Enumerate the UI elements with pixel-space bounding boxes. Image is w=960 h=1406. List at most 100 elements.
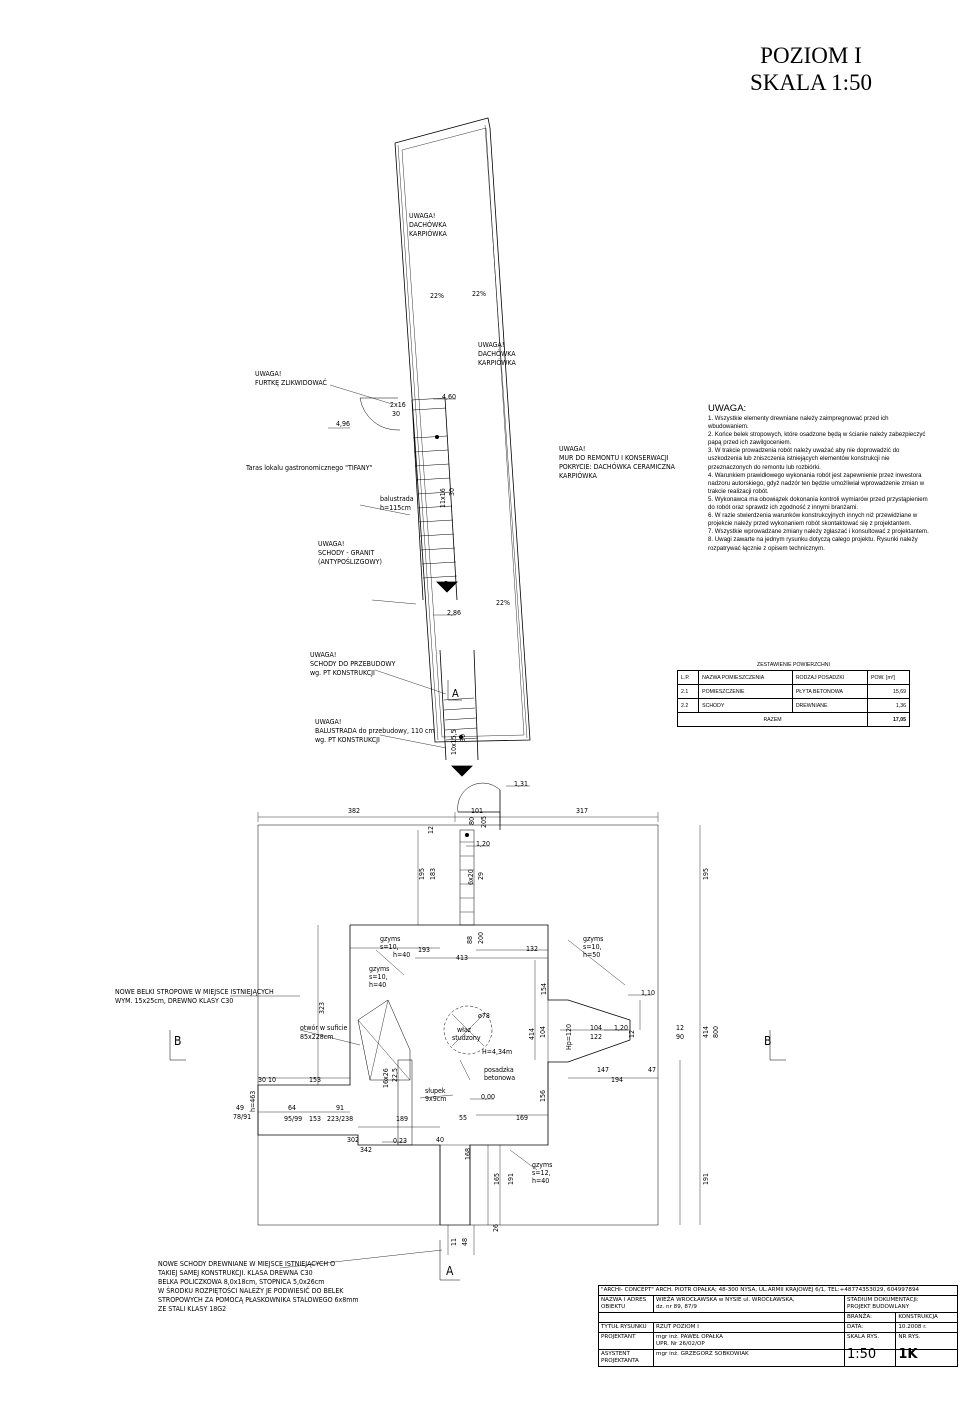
table-header: NAZWA POMIESZCZENIA [698,670,793,685]
label-slope-3: 22% [496,599,510,607]
label-schody-granit: SCHODY - GRANIT [318,549,375,557]
dim-205: 205 [480,816,488,828]
table-cell: 15,69 [867,684,910,699]
dim-90: 90 [676,1033,684,1041]
label-posadzka: posadzka [484,1066,514,1074]
dim-153a: 153 [309,1076,321,1084]
dim-26: 26 [492,1224,500,1232]
label-uwaga-top: UWAGA! [409,212,435,220]
label-gzyms-3: gzyms [369,965,389,973]
dim-64: 64 [288,1104,296,1112]
table-cell: SCHODY [698,698,793,713]
dim-413: 413 [456,954,468,962]
note-item: 5. Wykonawca ma obowiązek dokonania kont… [708,495,928,512]
dim-193: 193 [418,946,430,954]
label-uwaga-bal: UWAGA! [315,718,341,726]
dim-225: 22,5 [391,1068,399,1082]
table-cell: 2.1 [676,684,700,699]
nr-value: 1K [895,1348,958,1367]
label-gzyms-4: gzyms [532,1161,552,1169]
dim-153b: 153 [309,1115,321,1123]
dim-30-10: 30 10 [258,1076,276,1084]
dim-47: 47 [648,1066,656,1074]
label-otwor-dim: 85x228cm [300,1033,333,1041]
table-header-row: L.P. NAZWA POMIESZCZENIA RODZAJ POSADZKI… [676,670,910,685]
label-gzyms-2: gzyms [583,935,603,943]
label-uwaga-granit: UWAGA! [318,540,344,548]
dim-48: 48 [461,1238,469,1246]
note-item: 1. Wszystkie elementy drewniane należy z… [708,415,889,431]
label-gzyms-1-h: h=40 [393,951,410,959]
title-scale: SKALA 1:50 [749,70,872,95]
total-label: RAZEM [676,712,869,727]
dim-800: 800 [712,1026,720,1038]
dim-414a: 414 [528,1028,536,1040]
dim-183: 183 [429,868,437,880]
dim-414b: 414 [702,1026,710,1038]
label-furtka: FURTKĘ ZLIKWIDOWAĆ [255,378,328,387]
label-schody-note-1: NOWE SCHODY DREWNIANE W MIEJSCE ISTNIEJĄ… [158,1260,335,1268]
projektant-name: mgr inż. PAWEŁ OPAŁKA [656,1334,723,1340]
dim-12b: 12 [676,1024,684,1032]
obiekt-value-line: dz. nr 89, 87/9 [656,1304,697,1310]
dim-80: 80 [468,817,476,825]
stadium-label: STADIUM DOKUMENTACJI: [847,1297,919,1303]
dim-191a: 191 [507,1173,515,1185]
dim-302: 302 [347,1136,359,1144]
branza-label: BRANŻA: [843,1312,897,1323]
label-przebudowa-wg: wg. PT KONSTRUKCJI [310,669,375,677]
dim-169: 169 [516,1114,528,1122]
label-schody-note-5: STROPOWYCH ZA POMOCĄ PŁASKOWNIKA STALOWE… [158,1296,359,1304]
label-betonowa: betonowa [484,1074,515,1082]
stair-dim-d1: 6x20 [467,869,475,885]
firm-info: "ARCHI- CONCEPT" ARCH. PIOTR OPAŁKA; 48-… [598,1285,958,1296]
total-value: 17,05 [867,712,910,727]
dim-40: 40 [436,1136,444,1144]
dim-122: 122 [590,1033,602,1041]
label-karpiowka-mur: KARPIÓWKA [559,471,598,480]
projektant-value: mgr inż. PAWEŁ OPAŁKA UPR. Nr 26/02/OP [653,1332,845,1350]
tytul-value: RZUT POZIOM I [653,1322,845,1333]
dim-78-91: 78/91 [233,1113,251,1121]
label-gzyms-3-h: h=40 [369,981,386,989]
drawing-title: POZIOM I SKALA 1:50 [750,42,872,96]
label-gzyms-2-s: s=10, [583,943,602,951]
table-cell: DREWNIANE [791,698,869,713]
table-cell: PŁYTA BETONOWA [791,684,869,699]
label-bal-przeb: BALUSTRADA do przebudowy, 110 cm [315,727,435,735]
dim-382: 382 [348,807,360,815]
dim-132: 132 [526,945,538,953]
dim-323: 323 [318,1002,326,1014]
stair-dim-b2: 30 [448,488,456,496]
note-item: 7. Wszystkie wprowadzane zmiany należy z… [708,528,929,536]
section-b-left: B [174,1034,181,1048]
area-schedule-table: ZESTAWIENIE POWIERZCHNI L.P. NAZWA POMIE… [676,660,910,727]
obiekt-label: NAZWA I ADRES OBIEKTU [598,1295,654,1313]
area-table-caption: ZESTAWIENIE POWIERZCHNI [757,662,830,668]
level-000: 0,00 [481,1093,495,1101]
dim-16x26: 16x26 [382,1068,390,1088]
skala-value: 1:50 [843,1348,897,1367]
dim-195a: 195 [418,868,426,880]
dim-189: 189 [396,1115,408,1123]
table-header: RODZAJ POSADZKI [791,670,869,685]
table-total-row: RAZEM 17,05 [676,712,910,727]
stadium-value: PROJEKT BUDOWLANY [847,1304,910,1310]
dim-12: 12 [427,826,435,834]
label-dachowka-top: DACHÓWKA [409,220,447,229]
label-uwaga-furtka: UWAGA! [255,370,281,378]
level-023: 0,23 [393,1137,407,1145]
label-belki-1: NOWE BELKI STROPOWE W MIEJSCE ISTNIEJĄCY… [115,988,274,996]
branza-value: KONSTRUKCJA [895,1312,958,1323]
stair-dim-a2: 30 [392,410,400,418]
general-notes: UWAGA: 1. Wszystkie elementy drewniane n… [708,403,930,553]
label-schody-note-4: W ŚRODKU ROZPIĘTOŚCI NALEŻY JE PODWIESIĆ… [158,1286,344,1295]
label-phi78: ø78 [478,1012,490,1020]
dim-32: 12 [628,1030,636,1038]
label-slope-1: 22% [430,292,444,300]
label-hp120: Hp=120 [565,1024,573,1050]
stair-dim-b1: 11x16 [439,488,447,508]
stair-dim-c2: 30 [459,734,467,742]
data-label: DATA: [843,1322,897,1333]
label-gzyms-4-h: h=40 [532,1177,549,1185]
